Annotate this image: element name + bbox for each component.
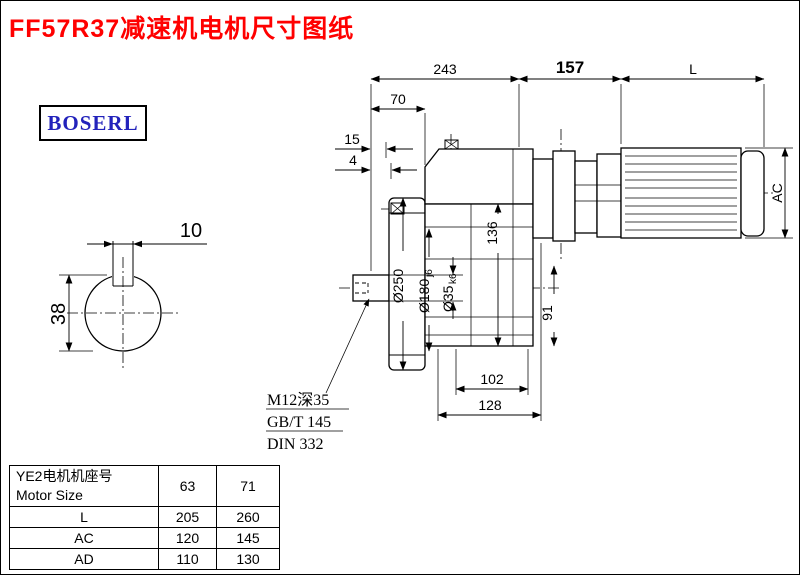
row-value-63: 120	[158, 527, 217, 549]
gearmotor-view	[339, 129, 773, 371]
dim-10-label: 10	[180, 220, 202, 242]
brand-logo: BOSERL	[39, 105, 147, 141]
svg-text:j6: j6	[424, 269, 435, 278]
header-frame-71: 71	[216, 465, 280, 507]
header-frame-63: 63	[158, 465, 217, 507]
table-row: AC 120 145	[9, 527, 280, 549]
motor-body	[620, 147, 765, 239]
note-din: DIN 332	[267, 436, 323, 453]
svg-text:Ø180: Ø180	[416, 279, 432, 313]
motor-adapter	[532, 150, 622, 242]
row-value-71: 260	[216, 506, 280, 528]
page-title: FF57R37减速机电机尺寸图纸	[9, 15, 355, 43]
dimensions: 243 157 L 70 15 4 AC Ø250	[335, 58, 793, 421]
motor-size-table: YE2电机机座号 Motor Size 63 71 L 205 260 AC 1…	[9, 465, 280, 570]
row-value-71: 145	[216, 527, 280, 549]
row-label: AD	[9, 548, 159, 570]
header-en: Motor Size	[16, 487, 83, 503]
dim-102-label: 102	[480, 371, 504, 387]
note-gbt: GB/T 145	[267, 414, 331, 431]
table-header-row: YE2电机机座号 Motor Size 63 71	[9, 465, 280, 507]
row-value-63: 205	[158, 506, 217, 528]
fan-cowl	[740, 150, 765, 237]
dim-AC-label: AC	[769, 183, 785, 202]
dim-38-label: 38	[48, 303, 70, 325]
dim-keyway-width: 10	[87, 220, 207, 248]
dim-4-label: 4	[349, 152, 357, 168]
dim-180-label: Ø180 j6	[416, 269, 435, 313]
row-value-71: 130	[216, 548, 280, 570]
header-cn: YE2电机机座号	[16, 468, 113, 484]
dim-15-label: 15	[344, 131, 360, 147]
dim-136-label: 136	[484, 221, 500, 245]
note-m12: M12深35	[267, 391, 329, 409]
dim-shaft-height: 38	[48, 274, 107, 352]
dim-128-label: 128	[478, 397, 502, 413]
table-row: AD 110 130	[9, 548, 280, 570]
dim-70-label: 70	[390, 91, 406, 107]
dim-250-label: Ø250	[390, 269, 406, 303]
dim-35-label: Ø35 k6	[440, 273, 459, 312]
svg-text:Ø35: Ø35	[440, 285, 456, 312]
table-row: L 205 260	[9, 506, 280, 528]
gear-housing	[424, 139, 534, 347]
row-label: AC	[9, 527, 159, 549]
dim-157-label: 157	[556, 58, 584, 77]
svg-text:k6: k6	[448, 273, 459, 284]
dim-91-label: 91	[539, 305, 555, 321]
row-value-63: 110	[158, 548, 217, 570]
row-label: L	[9, 506, 159, 528]
shaft-section-view: 10 38	[48, 220, 207, 371]
header-motor-size: YE2电机机座号 Motor Size	[9, 465, 159, 507]
output-shaft	[352, 274, 390, 302]
tapped-hole-note: M12深35 GB/T 145 DIN 332	[266, 298, 370, 453]
dim-L-label: L	[689, 61, 697, 77]
dim-243-label: 243	[433, 61, 457, 77]
